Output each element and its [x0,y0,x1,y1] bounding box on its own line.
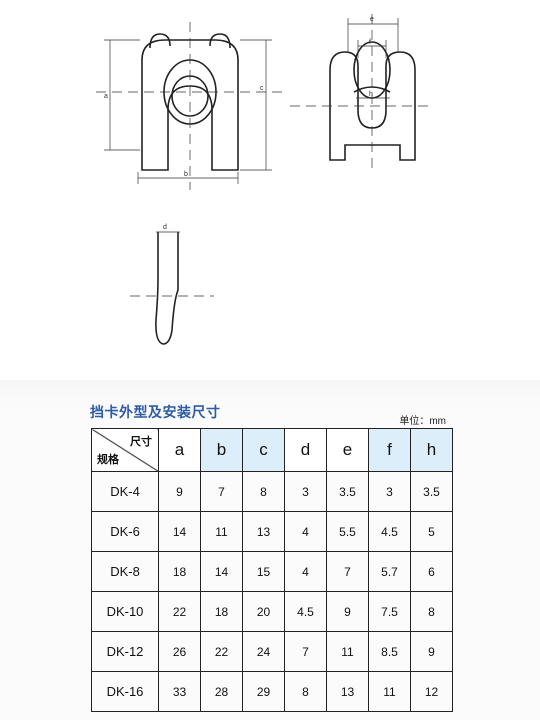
model-cell: DK-6 [91,511,159,552]
dim-label-d: d [163,224,167,231]
value-cell-h: 9 [410,631,453,672]
col-header-d: d [284,428,327,472]
value-cell-a: 26 [158,631,201,672]
value-cell-d: 8 [284,671,327,712]
value-cell-h: 8 [410,591,453,632]
front-ear-right [209,33,231,49]
wire-profile-view [155,232,179,345]
col-header-f: f [368,428,411,472]
value-cell-e: 3.5 [326,471,369,512]
value-cell-h: 5 [410,511,453,552]
value-cell-d: 7 [284,631,327,672]
value-cell-e: 5.5 [326,511,369,552]
value-cell-e: 13 [326,671,369,712]
value-cell-h: 3.5 [410,471,453,512]
col-header-a: a [158,428,201,472]
dim-label-b: b [184,171,188,178]
value-cell-e: 7 [326,551,369,592]
side-view [329,41,416,161]
col-header-e: e [326,428,369,472]
value-cell-d: 4 [284,511,327,552]
table-row: DK-16 33 28 29 8 13 11 12 [91,671,453,712]
table-title: 挡卡外型及安装尺寸 [90,404,221,420]
technical-drawing: a b c e f h d [96,14,432,345]
table-row: DK-12 26 22 24 7 11 8.5 9 [91,631,453,672]
col-header-h: h [410,428,453,472]
spec-table-section: 挡卡外型及安装尺寸 单位：mm 尺寸 规格 a b c d e f h DK-4… [0,380,540,720]
value-cell-a: 18 [158,551,201,592]
value-cell-b: 14 [200,551,243,592]
col-header-b: b [200,428,243,472]
value-cell-c: 15 [242,551,285,592]
value-cell-c: 13 [242,511,285,552]
model-cell: DK-10 [91,591,159,632]
value-cell-c: 20 [242,591,285,632]
header-row: 尺寸 规格 a b c d e f h [91,428,453,472]
front-view-dimensions [96,22,284,190]
value-cell-c: 24 [242,631,285,672]
model-cell: DK-4 [91,471,159,512]
dim-label-a: a [104,93,108,100]
value-cell-a: 33 [158,671,201,712]
side-body [329,51,416,161]
value-cell-a: 9 [158,471,201,512]
wire-profile-body [155,232,179,345]
dim-label-c: c [260,85,264,92]
corner-header: 尺寸 规格 [91,428,159,472]
side-view-dimensions [290,14,432,170]
model-cell: DK-16 [91,671,159,712]
clip-drawing-svg: a b c e f h d [96,14,432,345]
value-cell-f: 5.7 [368,551,411,592]
value-cell-h: 12 [410,671,453,712]
value-cell-b: 28 [200,671,243,712]
value-cell-a: 22 [158,591,201,632]
value-cell-b: 18 [200,591,243,632]
wire-profile-dimensions [130,231,214,297]
front-ear-left [149,33,171,49]
table-row: DK-10 22 18 20 4.5 9 7.5 8 [91,591,453,632]
value-cell-e: 11 [326,631,369,672]
spec-table: 尺寸 规格 a b c d e f h DK-4 9 7 8 3 3.5 3 [91,428,453,712]
table-row: DK-8 18 14 15 4 7 5.7 6 [91,551,453,592]
value-cell-d: 4 [284,551,327,592]
value-cell-c: 8 [242,471,285,512]
col-header-c: c [242,428,285,472]
corner-top-label: 尺寸 [130,436,152,448]
table-row: DK-4 9 7 8 3 3.5 3 3.5 [91,471,453,512]
value-cell-h: 6 [410,551,453,592]
value-cell-f: 7.5 [368,591,411,632]
value-cell-a: 14 [158,511,201,552]
unit-label: 单位：mm [399,416,446,427]
model-cell: DK-8 [91,551,159,592]
front-u-body [141,39,239,171]
model-cell: DK-12 [91,631,159,672]
value-cell-d: 4.5 [284,591,327,632]
value-cell-f: 8.5 [368,631,411,672]
corner-bottom-label: 规格 [97,454,119,466]
dim-label-h: h [369,91,373,98]
table-row: DK-6 14 11 13 4 5.5 4.5 5 [91,511,453,552]
value-cell-f: 4.5 [368,511,411,552]
value-cell-b: 22 [200,631,243,672]
value-cell-b: 11 [200,511,243,552]
dim-label-f: f [369,39,371,46]
dim-label-e: e [370,16,374,23]
value-cell-f: 3 [368,471,411,512]
value-cell-f: 11 [368,671,411,712]
value-cell-b: 7 [200,471,243,512]
value-cell-d: 3 [284,471,327,512]
value-cell-c: 29 [242,671,285,712]
value-cell-e: 9 [326,591,369,632]
